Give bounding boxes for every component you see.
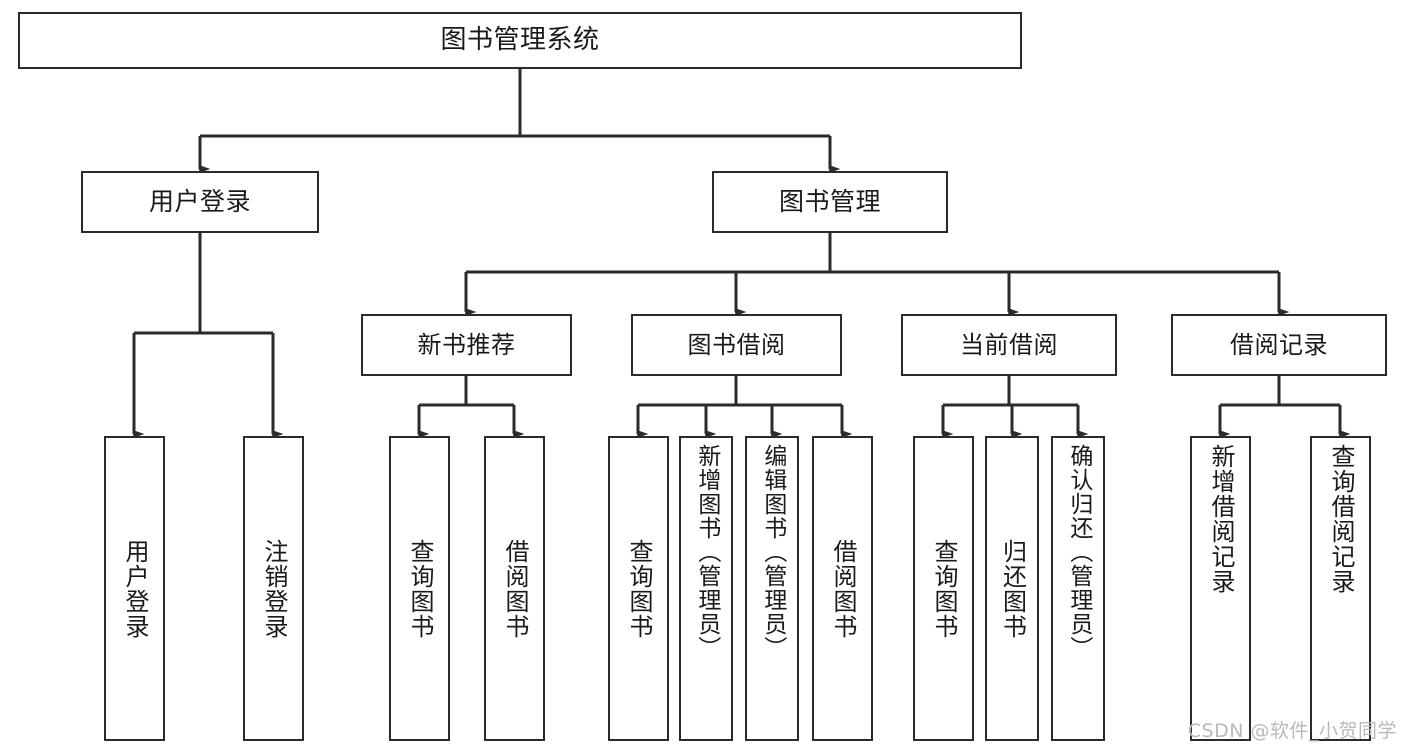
node-label-leaf-user-login: 用户登录 <box>120 538 149 639</box>
node-label-leaf-logout-login: 注销登录 <box>259 538 288 639</box>
node-leaf-query-book-current[interactable]: 查询图书 <box>913 436 974 741</box>
node-label-leaf-borrow-book-recommend: 借阅图书 <box>500 538 529 639</box>
node-leaf-add-borrow-record[interactable]: 新增借阅记录 <box>1190 436 1251 741</box>
node-book-manage[interactable]: 图书管理 <box>712 171 948 233</box>
node-label-leaf-query-book-recommend: 查询图书 <box>405 538 434 639</box>
node-label-leaf-confirm-return-admin: 确认归还（管理员） <box>1065 444 1092 660</box>
node-label-leaf-query-book-current: 查询图书 <box>929 538 958 639</box>
node-current-borrow[interactable]: 当前借阅 <box>901 314 1117 376</box>
node-leaf-query-book-recommend[interactable]: 查询图书 <box>389 436 450 741</box>
node-user-login[interactable]: 用户登录 <box>81 171 319 233</box>
node-label-root: 图书管理系统 <box>440 25 600 56</box>
node-label-leaf-return-book: 归还图书 <box>998 538 1027 639</box>
node-root-system[interactable]: 图书管理系统 <box>18 12 1022 69</box>
node-label-new-book-recommend: 新书推荐 <box>417 330 516 359</box>
node-leaf-user-login[interactable]: 用户登录 <box>104 436 165 741</box>
node-label-leaf-borrow-book: 借阅图书 <box>828 538 857 639</box>
node-label-current-borrow: 当前借阅 <box>960 330 1058 359</box>
node-leaf-add-book-admin[interactable]: 新增图书（管理员） <box>679 436 733 741</box>
node-leaf-borrow-book-recommend[interactable]: 借阅图书 <box>484 436 545 741</box>
node-label-borrow-record: 借阅记录 <box>1230 330 1328 359</box>
node-label-leaf-query-book-borrow: 查询图书 <box>624 538 653 639</box>
node-label-book-manage: 图书管理 <box>778 187 881 217</box>
node-book-borrow[interactable]: 图书借阅 <box>631 314 842 376</box>
node-leaf-borrow-book[interactable]: 借阅图书 <box>812 436 873 741</box>
node-leaf-logout-login[interactable]: 注销登录 <box>243 436 304 741</box>
node-leaf-query-book-borrow[interactable]: 查询图书 <box>608 436 669 741</box>
node-borrow-record[interactable]: 借阅记录 <box>1171 314 1387 376</box>
node-leaf-edit-book-admin[interactable]: 编辑图书（管理员） <box>745 436 799 741</box>
node-label-leaf-query-borrow-record: 查询借阅记录 <box>1326 444 1355 594</box>
node-label-book-borrow: 图书借阅 <box>687 330 786 359</box>
node-label-leaf-add-borrow-record: 新增借阅记录 <box>1206 444 1235 594</box>
node-label-leaf-add-book-admin: 新增图书（管理员） <box>693 444 720 660</box>
node-leaf-query-borrow-record[interactable]: 查询借阅记录 <box>1310 436 1371 741</box>
node-leaf-confirm-return-admin[interactable]: 确认归还（管理员） <box>1051 436 1105 741</box>
node-new-book-recommend[interactable]: 新书推荐 <box>361 314 572 376</box>
node-label-leaf-edit-book-admin: 编辑图书（管理员） <box>759 444 786 660</box>
node-label-user-login: 用户登录 <box>148 187 251 217</box>
node-leaf-return-book[interactable]: 归还图书 <box>985 436 1039 741</box>
